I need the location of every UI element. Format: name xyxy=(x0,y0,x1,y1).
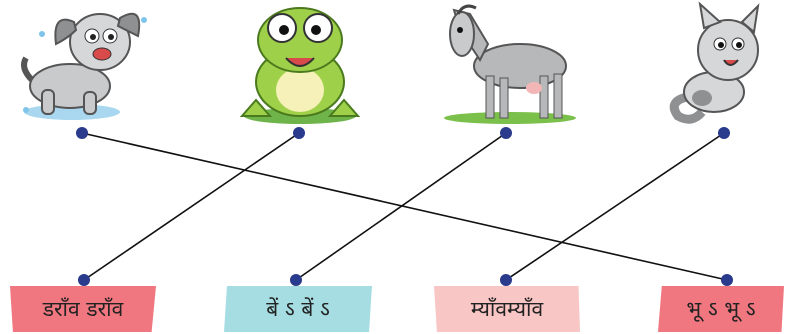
label-myaav-myaav[interactable]: म्याँवम्याँव xyxy=(434,286,580,332)
frog-image xyxy=(230,0,380,128)
label-daraav-daraav[interactable]: डराँव डराँव xyxy=(10,286,156,332)
cat-image xyxy=(662,0,788,128)
dot-frog[interactable] xyxy=(293,127,305,139)
label-ben-ben[interactable]: बें ऽ बें ऽ xyxy=(224,286,372,332)
label-bhoo-bhoo[interactable]: भू ऽ भू ऽ xyxy=(658,286,784,332)
match-line-goat xyxy=(295,132,507,281)
dot-label-1[interactable] xyxy=(78,274,90,286)
goat-image xyxy=(430,0,580,128)
dot-label-4[interactable] xyxy=(721,274,733,286)
dot-label-2[interactable] xyxy=(290,274,302,286)
match-line-frog xyxy=(83,132,300,281)
dot-cat[interactable] xyxy=(718,127,730,139)
dot-label-3[interactable] xyxy=(500,274,512,286)
match-line-cat xyxy=(505,132,725,281)
dog-image xyxy=(12,0,162,128)
match-line-dog xyxy=(81,132,728,281)
dot-goat[interactable] xyxy=(500,127,512,139)
dot-dog[interactable] xyxy=(76,127,88,139)
